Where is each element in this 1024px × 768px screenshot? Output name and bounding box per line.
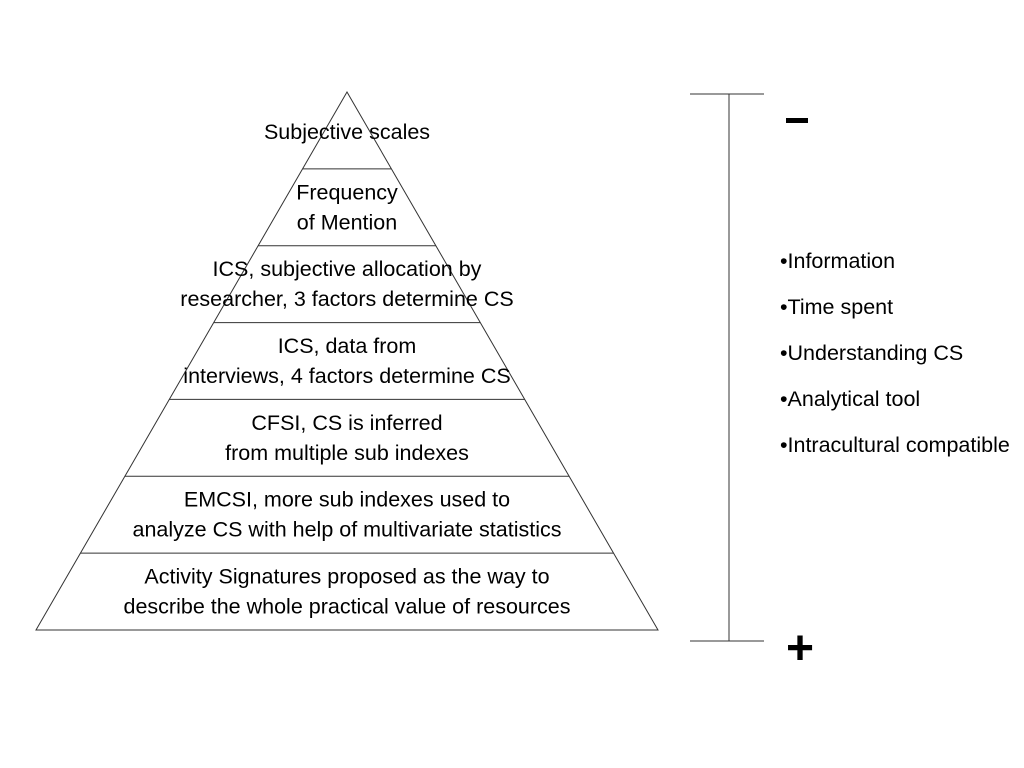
pyramid-outline	[35, 91, 659, 631]
pyramid-level-2-line-2: of Mention	[297, 210, 397, 234]
pyramid-level-5: CFSI, CS is inferred from multiple sub in…	[225, 411, 469, 465]
scale-plus-sign: +	[786, 622, 814, 675]
pyramid-level-7: Activity Signatures proposed as the way …	[124, 565, 571, 619]
scale-minus-sign	[786, 118, 808, 123]
pyramid-level-2: Frequency of Mention	[296, 180, 398, 234]
pyramid-level-6-line-2: analyze CS with help of multivariate sta…	[133, 518, 562, 542]
pyramid-level-3-line-1: ICS, subjective allocation by	[213, 257, 482, 281]
pyramid-level-4-line-2: interviews, 4 factors determine CS	[183, 364, 510, 388]
pyramid-level-1-line-1: Subjective scales	[264, 120, 430, 144]
criteria-item-analytical-tool: Analytical tool	[780, 384, 1016, 414]
pyramid-level-3: ICS, subjective allocation by researcher,…	[180, 257, 513, 311]
pyramid-level-2-line-1: Frequency	[296, 180, 398, 204]
pyramid-level-6: EMCSI, more sub indexes used to analyze C…	[133, 488, 562, 542]
pyramid-level-5-line-1: CFSI, CS is inferred	[251, 411, 442, 435]
criteria-item-understanding-cs: Understanding CS	[780, 338, 1016, 368]
pyramid-level-3-line-2: researcher, 3 factors determine CS	[180, 287, 513, 311]
pyramid-level-7-line-1: Activity Signatures proposed as the way …	[144, 565, 549, 589]
pyramid-level-4-line-1: ICS, data from	[278, 334, 417, 358]
pyramid-level-7-line-2: describe the whole practical value of re…	[124, 595, 571, 619]
criteria-item-intracultural-compatible: Intracultural compatible	[780, 430, 1016, 460]
criteria-item-information: Information	[780, 246, 1016, 276]
criteria-list: Information Time spent Understanding CS …	[780, 246, 1016, 476]
criteria-item-time-spent: Time spent	[780, 292, 1016, 322]
pyramid-level-6-line-1: EMCSI, more sub indexes used to	[184, 488, 510, 512]
scale-bracket: +	[690, 93, 814, 675]
pyramid-level-1: Subjective scales	[264, 120, 430, 144]
pyramid-level-5-line-2: from multiple sub indexes	[225, 441, 469, 465]
pyramid-level-4: ICS, data from interviews, 4 factors dete…	[183, 334, 510, 388]
